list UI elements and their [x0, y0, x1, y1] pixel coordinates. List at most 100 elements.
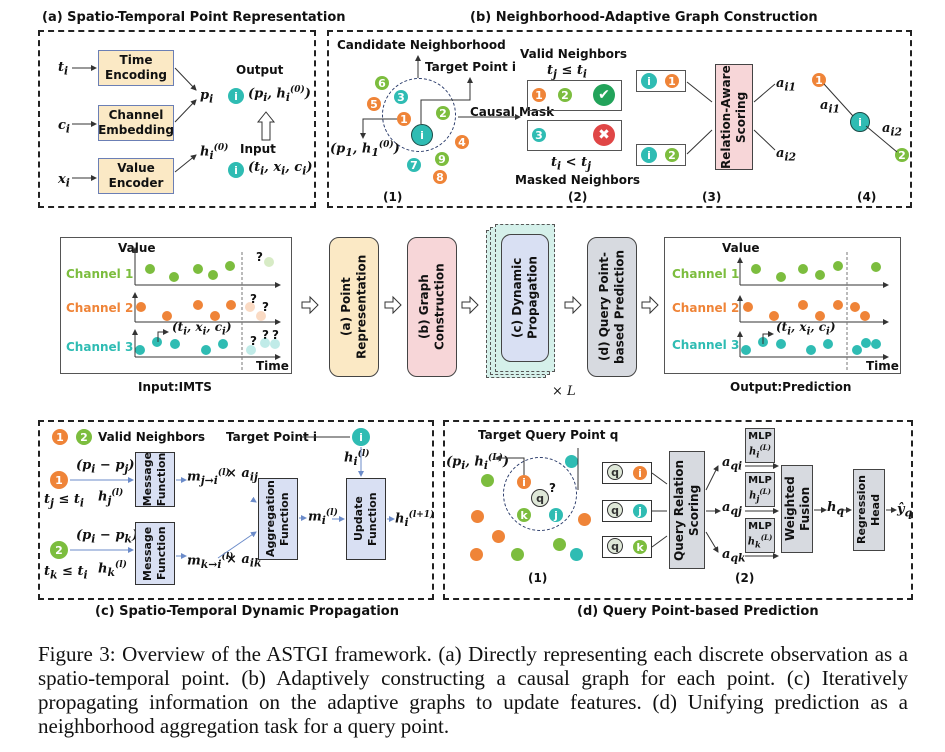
output-teal-dot — [758, 337, 768, 347]
relation-aware-scoring-box: Relation-Aware Scoring — [715, 64, 753, 170]
output-orange-dot — [850, 302, 860, 312]
mlp-h-k: hk(L) — [747, 532, 773, 550]
input-teal-dot — [270, 339, 280, 349]
input-teal-dot — [201, 345, 211, 355]
input-caption: Input:IMTS — [138, 380, 212, 394]
a-qk-label: aqk — [722, 547, 746, 565]
query-relation-scoring-box: Query Relation Scoring — [669, 451, 705, 569]
point-expr: (ti, xi, ci) — [172, 320, 232, 338]
input-orange-dot — [226, 300, 236, 310]
update-function-text: Update Function — [352, 492, 379, 546]
query-node-q: q — [531, 489, 549, 507]
cond-k-expr: tk ≤ ti — [44, 564, 88, 582]
graph-node-1: 1 — [812, 73, 826, 87]
output-orange-dot — [743, 302, 753, 312]
query-orange-dot — [492, 530, 505, 543]
output-caption: Output:Prediction — [730, 380, 852, 394]
query-orange-dot — [578, 513, 591, 526]
node-1: 1 — [665, 74, 679, 88]
node-4: 4 — [455, 135, 469, 149]
query-green-dot — [481, 474, 494, 487]
node-9: 9 — [435, 152, 449, 166]
query-teal-dot — [565, 455, 578, 468]
input-label: Input — [240, 142, 276, 156]
m-ji-expr: mj→i(l) — [187, 468, 230, 487]
valid-neighbors-label: Valid Neighbors — [520, 47, 628, 61]
repeat-l-label: × L — [552, 384, 576, 399]
cross-icon: ✖ — [593, 124, 615, 146]
mlp-text: MLP — [748, 521, 772, 533]
node-q: q — [607, 502, 623, 518]
node-8: 8 — [433, 170, 447, 184]
pair-i-1-box: i 1 — [636, 70, 686, 92]
aggregation-function-box: Aggregation Function — [258, 478, 298, 560]
candidate-neighborhood-label: Candidate Neighborhood — [337, 38, 506, 52]
masked-neighbors-label: Masked Neighbors — [515, 173, 641, 187]
pair-q-k-box: q k — [602, 536, 652, 558]
channel-embedding-box: Channel Embedding — [98, 105, 174, 141]
node-1: 1 — [397, 112, 411, 126]
output-orange-dot — [815, 311, 825, 321]
h-next-expr: hi(l+1) — [395, 510, 435, 529]
message-function-text: Message Function — [141, 452, 168, 507]
node-1: 1 — [532, 88, 546, 102]
update-function-box: Update Function — [346, 478, 386, 560]
step-1-label: (1) — [528, 571, 548, 585]
unknown-mark: ? — [272, 328, 279, 342]
mlp-text: MLP — [748, 431, 772, 443]
neighbor-node-1: 1 — [50, 471, 68, 489]
weighted-fusion-box: Weighted Fusion — [781, 465, 813, 553]
node-j: j — [633, 504, 647, 518]
stage-a-text: (a) Point Representation — [339, 254, 369, 360]
input-teal-dot — [218, 339, 228, 349]
weighted-fusion-text: Weighted Fusion — [783, 476, 812, 542]
output-teal-dot — [871, 339, 881, 349]
step-4-label: (4) — [857, 190, 877, 204]
a-qi-label: aqi — [722, 455, 743, 473]
a-qj-label: aqj — [722, 500, 742, 518]
relation-aware-scoring-text: Relation-Aware Scoring — [719, 65, 748, 169]
time-axis-label: Time — [866, 359, 899, 373]
target-query-point-label: Target Query Point q — [478, 428, 619, 442]
time-encoding-box: Time Encoding — [98, 50, 174, 86]
channel-1-label: Channel 1 — [672, 267, 740, 281]
query-green-dot — [553, 538, 566, 551]
point-expr: (ti, xi, ci) — [776, 320, 836, 338]
query-orange-dot — [470, 548, 483, 561]
mlp-h-i: hi(L) — [749, 442, 771, 460]
node-5: 5 — [367, 97, 381, 111]
message-function-box-j: Message Function — [135, 452, 175, 507]
h-q-label: hq — [827, 500, 845, 518]
valid-node-1: 1 — [52, 429, 68, 445]
valid-neighbors-label: Valid Neighbors — [98, 430, 206, 444]
masked-neighbors-box: 3 ✖ — [527, 120, 622, 151]
panel-d-frame — [443, 420, 913, 600]
causal-mask-text: Causal Mask — [470, 105, 555, 119]
stage-c-text: (c) Dynamic Propagation — [510, 256, 540, 340]
m-i-expr: mi(l) — [308, 508, 338, 527]
cond-j-expr: tj ≤ ti — [44, 492, 85, 510]
graph-node-i: i — [850, 112, 870, 132]
output-expr: (pi, hi(0)) — [248, 85, 311, 104]
node-i: i — [641, 73, 657, 89]
panel-a-frame — [38, 30, 316, 208]
channel-2-label: Channel 2 — [66, 301, 134, 315]
input-teal-dot — [152, 337, 162, 347]
value-encoder-box: Value Encoder — [98, 158, 174, 194]
output-teal-dot — [852, 345, 862, 355]
channel-2-label: Channel 2 — [672, 301, 740, 315]
message-function-text: Message Function — [141, 526, 168, 581]
input-orange-dot — [256, 311, 266, 321]
channel-3-label: Channel 3 — [66, 340, 134, 354]
node-i-icon: i — [228, 162, 244, 178]
graph-node-2: 2 — [895, 148, 909, 162]
unknown-mark: ? — [250, 292, 257, 306]
unknown-mark: ? — [262, 328, 269, 342]
h-j-expr: hj(l) — [98, 488, 124, 507]
output-green-dot — [833, 261, 843, 271]
query-teal-dot — [570, 548, 583, 561]
output-green-dot — [776, 272, 786, 282]
input-green-dot — [264, 257, 274, 267]
node-i-icon: i — [228, 88, 244, 104]
node-2: 2 — [665, 148, 679, 162]
